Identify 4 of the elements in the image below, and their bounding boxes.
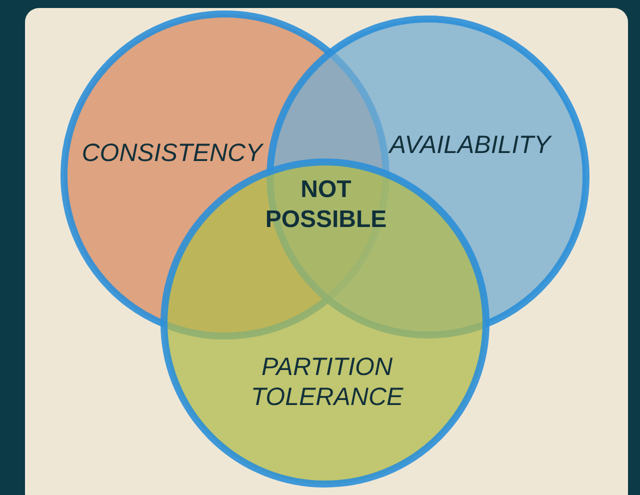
circle-label: AVAILABILITY (387, 130, 553, 160)
circle-label: CONSISTENCY (80, 138, 265, 168)
circle-label: PARTITION TOLERANCE (250, 352, 404, 412)
overlap-label: NOT POSSIBLE (264, 175, 388, 235)
